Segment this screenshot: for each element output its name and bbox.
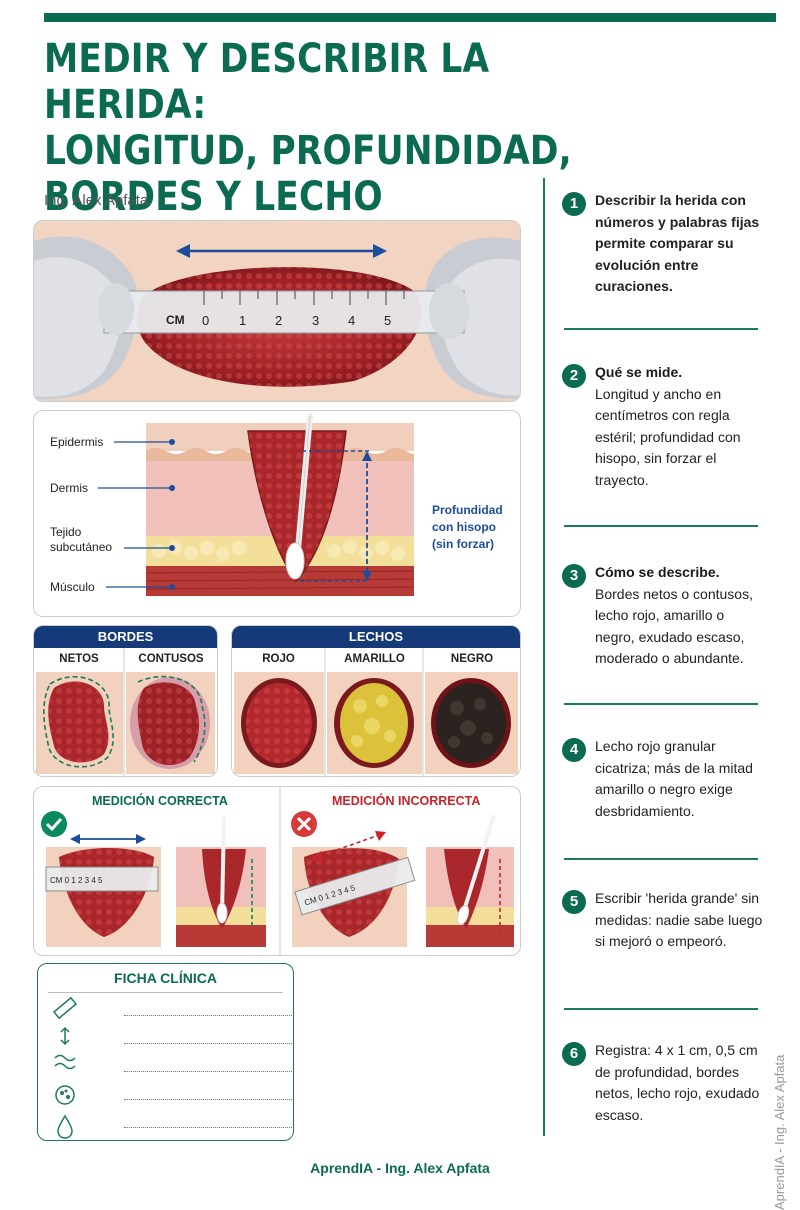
ficha-divider	[48, 992, 283, 993]
bordes-netos-label: NETOS	[59, 653, 99, 665]
drop-icon	[57, 1114, 73, 1139]
step-body: Bordes netos o contusos, lecho rojo, ama…	[595, 585, 753, 667]
lechos-header: LECHOS	[232, 626, 520, 648]
ficha-field-profundidad[interactable]	[124, 1043, 293, 1044]
title-line-3: BORDES Y LECHO	[44, 174, 383, 220]
ficha-clinica-panel: FICHA CLÍNICA	[37, 963, 294, 1141]
top-bar	[44, 13, 776, 22]
step-heading: Cómo se describe.	[595, 564, 720, 580]
label-dermis: Dermis	[50, 481, 88, 495]
depth-icon	[60, 1026, 70, 1046]
ruler-tick-5: 5	[384, 313, 392, 328]
step-text: Registra: 4 x 1 cm, 0,5 cm de profundida…	[595, 1042, 760, 1123]
author: Ing. Alex Apfata	[44, 192, 149, 209]
step-body: Longitud y ancho en centímetros con regl…	[595, 385, 741, 488]
medicion-correcta-title: MEDICIÓN CORRECTA	[92, 794, 228, 808]
step-separator	[564, 703, 758, 705]
ruler-tick-0: 0	[202, 313, 210, 328]
medicion-incorrecta-title: MEDICIÓN INCORRECTA	[332, 794, 481, 808]
bordes-contusos-label: CONTUSOS	[138, 653, 204, 665]
step-separator	[564, 328, 758, 330]
bordes-header: BORDES	[34, 626, 217, 648]
label-depth-3: (sin forzar)	[432, 537, 495, 551]
label-subcutaneo-1: Tejido	[50, 525, 82, 539]
title-line-2: LONGITUD, PROFUNDIDAD,	[44, 128, 572, 174]
step-number: 5	[562, 890, 586, 914]
ficha-field-exudado[interactable]	[124, 1127, 293, 1128]
column-divider	[543, 178, 545, 1136]
wave-icon	[54, 1054, 76, 1070]
footer-credit: AprendIA - Ing. Alex Apfata	[310, 1160, 490, 1176]
ruler-tick-3: 3	[312, 313, 320, 328]
label-depth-2: con hisopo	[432, 520, 496, 534]
ficha-field-lecho[interactable]	[124, 1099, 293, 1100]
ruler-photo-panel: CM 0 1 2 3 4 5	[33, 220, 521, 402]
check-icon	[41, 811, 67, 837]
ruler-illustration	[34, 221, 520, 401]
label-depth-1: Profundidad	[432, 503, 503, 517]
lecho-rojo-label: ROJO	[262, 653, 295, 665]
ficha-field-longitud[interactable]	[124, 1015, 293, 1016]
ruler-icon	[52, 996, 78, 1020]
lechos-illustration	[234, 648, 518, 776]
step-separator	[564, 858, 758, 860]
step-text: Lecho rojo granular cicatriza; más de la…	[595, 738, 753, 819]
step-number: 6	[562, 1042, 586, 1066]
step-separator	[564, 1008, 758, 1010]
label-musculo: Músculo	[50, 580, 95, 594]
ruler-tick-1: 1	[239, 313, 247, 328]
bordes-panel: BORDES NETOS CONTUSOS	[33, 625, 218, 777]
step-number: 1	[562, 192, 586, 216]
bordes-illustration	[36, 648, 215, 776]
ficha-icons	[52, 996, 78, 1139]
label-subcutaneo-2: subcutáneo	[50, 540, 113, 554]
page-title: MEDIR Y DESCRIBIR LA HERIDA: LONGITUD, P…	[44, 36, 577, 220]
ficha-title: FICHA CLÍNICA	[114, 970, 217, 986]
step-text: Describir la herida con números y palabr…	[595, 192, 760, 294]
svg-text:CM 0 1 2 3 4 5: CM 0 1 2 3 4 5	[50, 876, 103, 885]
title-line-1: MEDIR Y DESCRIBIR LA HERIDA:	[44, 36, 490, 128]
step-number: 3	[562, 564, 586, 588]
medicion-panel: MEDICIÓN CORRECTA MEDICIÓN INCORRECTA CM…	[33, 786, 521, 956]
step-text: Cómo se describe. Bordes netos o contuso…	[595, 562, 765, 670]
ruler-tick-2: 2	[275, 313, 283, 328]
step-separator	[564, 525, 758, 527]
ruler-tick-4: 4	[348, 313, 356, 328]
step-heading: Qué se mide.	[595, 364, 683, 380]
step-number: 4	[562, 738, 586, 762]
lecho-negro-label: NEGRO	[450, 653, 494, 665]
medicion-illustration: CM 0 1 2 3 4 5 CM 0 1 2 3 4 5	[41, 787, 514, 955]
label-epidermis: Epidermis	[50, 435, 104, 449]
vertical-watermark: AprendIA - Ing. Alex Apfata	[772, 1054, 787, 1210]
lechos-panel: LECHOS ROJO AMARILLO NEGRO	[231, 625, 521, 777]
step-number: 2	[562, 364, 586, 388]
ficha-field-bordes[interactable]	[124, 1071, 293, 1072]
skin-layers-illustration	[98, 413, 415, 596]
tissue-icon	[55, 1085, 75, 1105]
step-text: Escribir 'herida grande' sin medidas: na…	[595, 890, 763, 949]
ruler-unit: CM	[166, 313, 185, 327]
lecho-amarillo-label: AMARILLO	[344, 653, 405, 665]
step-text: Qué se mide. Longitud y ancho en centíme…	[595, 362, 765, 491]
depth-panel: Epidermis Dermis Tejido subcutáneo Múscu…	[33, 410, 521, 617]
